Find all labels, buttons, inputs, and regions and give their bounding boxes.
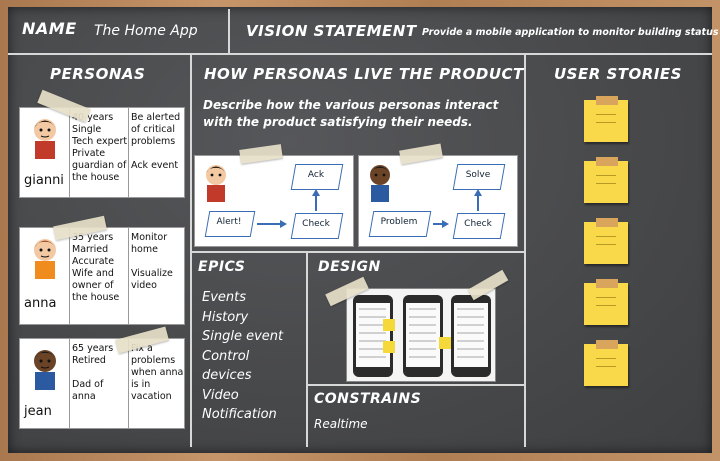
persona-avatar-icon [34, 239, 56, 279]
tape [596, 218, 618, 227]
sticky-line [596, 183, 616, 184]
persona-divider [128, 228, 129, 324]
persona-divider [128, 108, 129, 197]
persona-name: gianni [24, 173, 64, 188]
user-stories-title: USER STORIES [554, 65, 682, 83]
epic-item: History [202, 309, 249, 325]
flow-box-right-label: Check [302, 219, 330, 229]
how-description-line1: Describe how the various personas intera… [203, 98, 499, 112]
vision-statement: Provide a mobile application to monitor … [422, 27, 719, 38]
constraint-item: Realtime [314, 417, 368, 431]
constrains-title: CONSTRAINS [314, 391, 422, 407]
tape [596, 279, 618, 288]
divider [8, 53, 712, 55]
persona-name: jean [24, 404, 52, 419]
personas-title: PERSONAS [50, 65, 146, 83]
flow-box-left-label: Problem [380, 217, 418, 227]
how-description-line2: with the product satisfying their needs. [203, 115, 473, 129]
epic-item: Control [202, 348, 250, 364]
interaction-flow-card: Solve Problem Check [358, 155, 518, 247]
divider [192, 251, 524, 253]
persona-name: anna [24, 296, 57, 311]
vision-label: VISION STATEMENT [246, 22, 417, 40]
user-story-sticky-note [584, 157, 628, 203]
user-story-sticky-note [584, 96, 628, 142]
sticky-line [596, 366, 616, 367]
phone-sketches [353, 295, 491, 377]
divider [228, 9, 230, 53]
tape [596, 157, 618, 166]
persona-avatar-icon [34, 350, 56, 390]
design-title: DESIGN [318, 259, 381, 275]
flow-box-right-label: Check [464, 219, 492, 229]
persona-avatar-icon [206, 165, 226, 202]
sticky-line [596, 297, 616, 298]
sticky-line [596, 114, 616, 115]
divider [190, 55, 192, 447]
tape [596, 340, 618, 349]
design-mockups [346, 288, 496, 382]
user-story-sticky-note [584, 279, 628, 325]
divider [308, 384, 524, 386]
epic-item: Events [202, 290, 247, 305]
persona-divider [69, 228, 70, 324]
user-story-sticky-note [584, 340, 628, 386]
interaction-flow-card: Ack Alert! Check [194, 155, 354, 247]
persona-card: anna 35 years Married Accurate Wife and … [19, 227, 185, 325]
persona-traits: 40 years Single Tech expert Private guar… [72, 112, 128, 183]
flow-box-top-label: Solve [465, 170, 491, 180]
how-personas-title: HOW PERSONAS LIVE THE PRODUCT [204, 65, 524, 83]
persona-traits: 65 years Retired Dad of anna [72, 343, 114, 402]
divider [306, 253, 308, 447]
persona-traits: 35 years Married Accurate Wife and owner… [72, 232, 120, 303]
persona-needs: Fix a problems when anna is in vacation [131, 343, 184, 402]
divider [524, 55, 526, 447]
persona-divider [69, 108, 70, 197]
persona-card: jean 65 years Retired Dad of anna Fix a … [19, 338, 185, 429]
sticky-line [596, 236, 616, 237]
flow-box-top-label: Ack [307, 170, 325, 180]
tape [596, 96, 618, 105]
epics-title: EPICS [198, 259, 246, 275]
epic-item: devices [202, 368, 252, 383]
name-label: NAME [22, 19, 77, 38]
sticky-line [596, 122, 616, 123]
persona-needs: Monitor home Visualize video [131, 232, 173, 291]
sticky-line [596, 175, 616, 176]
persona-needs: Be alerted of critical problems Ack even… [131, 112, 181, 171]
persona-avatar-icon [34, 119, 56, 159]
persona-divider [128, 339, 129, 428]
app-name: The Home App [94, 23, 198, 39]
epic-item: Single event [202, 329, 284, 344]
sticky-line [596, 305, 616, 306]
arrow-icon [257, 189, 320, 228]
persona-card: gianni 40 years Single Tech expert Priva… [19, 107, 185, 198]
epic-item: Notification [202, 407, 277, 422]
arrow-icon [433, 189, 482, 228]
persona-avatar-icon [370, 165, 390, 202]
sticky-line [596, 358, 616, 359]
user-story-sticky-note [584, 218, 628, 264]
persona-divider [69, 339, 70, 428]
chalkboard: NAME The Home App VISION STATEMENT Provi… [8, 7, 719, 453]
sticky-line [596, 244, 616, 245]
epic-item: Video [202, 387, 239, 403]
flow-box-left-label: Alert! [216, 217, 242, 227]
